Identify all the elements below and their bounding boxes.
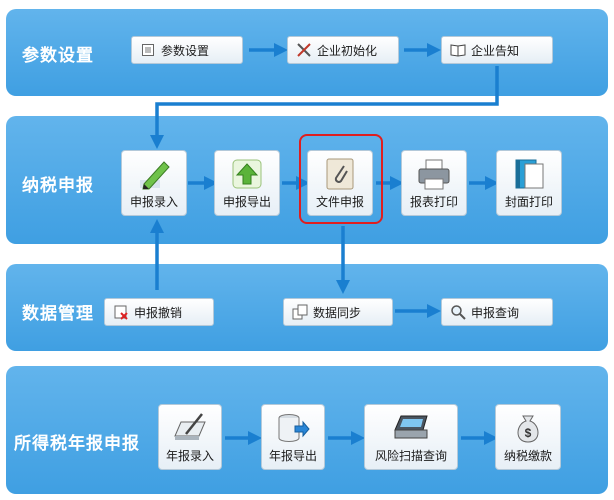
book-icon xyxy=(450,42,466,58)
annual-export-tile[interactable]: 年报导出 xyxy=(261,404,325,470)
selected-highlight xyxy=(299,134,383,224)
declaration-entry-tile[interactable]: 申报录入 xyxy=(121,150,187,216)
search-icon xyxy=(450,304,466,320)
book-cover-icon xyxy=(511,156,547,192)
svg-text:$: $ xyxy=(525,426,532,440)
paperclip-icon xyxy=(322,156,358,192)
file-declaration-label: 文件申报 xyxy=(315,195,364,209)
declaration-revoke-label: 申报撤销 xyxy=(134,305,183,320)
params-settings-label: 参数设置 xyxy=(161,43,210,58)
tools-icon xyxy=(296,42,312,58)
enterprise-init-label: 企业初始化 xyxy=(317,43,378,58)
enterprise-notice-button[interactable]: 企业告知 xyxy=(441,36,553,64)
tax-payment-tile[interactable]: $ 纳税缴款 xyxy=(495,404,561,470)
declaration-export-label: 申报导出 xyxy=(222,195,271,209)
scanner-icon xyxy=(393,410,429,446)
cover-print-tile[interactable]: 封面打印 xyxy=(496,150,562,216)
copy-icon xyxy=(292,304,308,320)
tablet-pen-icon xyxy=(172,410,208,446)
section-title-params: 参数设置 xyxy=(22,46,94,66)
declaration-revoke-button[interactable]: 申报撤销 xyxy=(104,298,214,326)
revoke-doc-icon xyxy=(113,304,129,320)
database-export-icon xyxy=(275,410,311,446)
tax-payment-label: 纳税缴款 xyxy=(503,449,552,463)
upload-arrow-icon xyxy=(229,156,265,192)
annual-entry-label: 年报录入 xyxy=(165,449,214,463)
enterprise-notice-label: 企业告知 xyxy=(471,43,520,58)
section-title-data: 数据管理 xyxy=(22,304,94,324)
report-print-tile[interactable]: 报表打印 xyxy=(401,150,467,216)
pencil-icon xyxy=(136,156,172,192)
data-sync-button[interactable]: 数据同步 xyxy=(283,298,393,326)
params-settings-button[interactable]: 参数设置 xyxy=(131,36,243,64)
cover-print-label: 封面打印 xyxy=(504,195,553,209)
settings-doc-icon xyxy=(140,42,156,58)
section-title-tax: 纳税申报 xyxy=(22,176,94,196)
report-print-label: 报表打印 xyxy=(409,195,458,209)
printer-icon xyxy=(416,156,452,192)
enterprise-init-button[interactable]: 企业初始化 xyxy=(287,36,399,64)
section-title-income: 所得税年报申报 xyxy=(14,434,140,454)
money-bag-icon: $ xyxy=(510,410,546,446)
risk-scan-query-label: 风险扫描查询 xyxy=(374,449,447,463)
annual-entry-tile[interactable]: 年报录入 xyxy=(158,404,222,470)
declaration-entry-label: 申报录入 xyxy=(129,195,178,209)
declaration-query-button[interactable]: 申报查询 xyxy=(441,298,553,326)
file-declaration-tile[interactable]: 文件申报 xyxy=(307,150,373,216)
annual-export-label: 年报导出 xyxy=(268,449,317,463)
data-sync-label: 数据同步 xyxy=(313,305,362,320)
risk-scan-query-tile[interactable]: 风险扫描查询 xyxy=(364,404,458,470)
declaration-export-tile[interactable]: 申报导出 xyxy=(214,150,280,216)
declaration-query-label: 申报查询 xyxy=(471,305,520,320)
